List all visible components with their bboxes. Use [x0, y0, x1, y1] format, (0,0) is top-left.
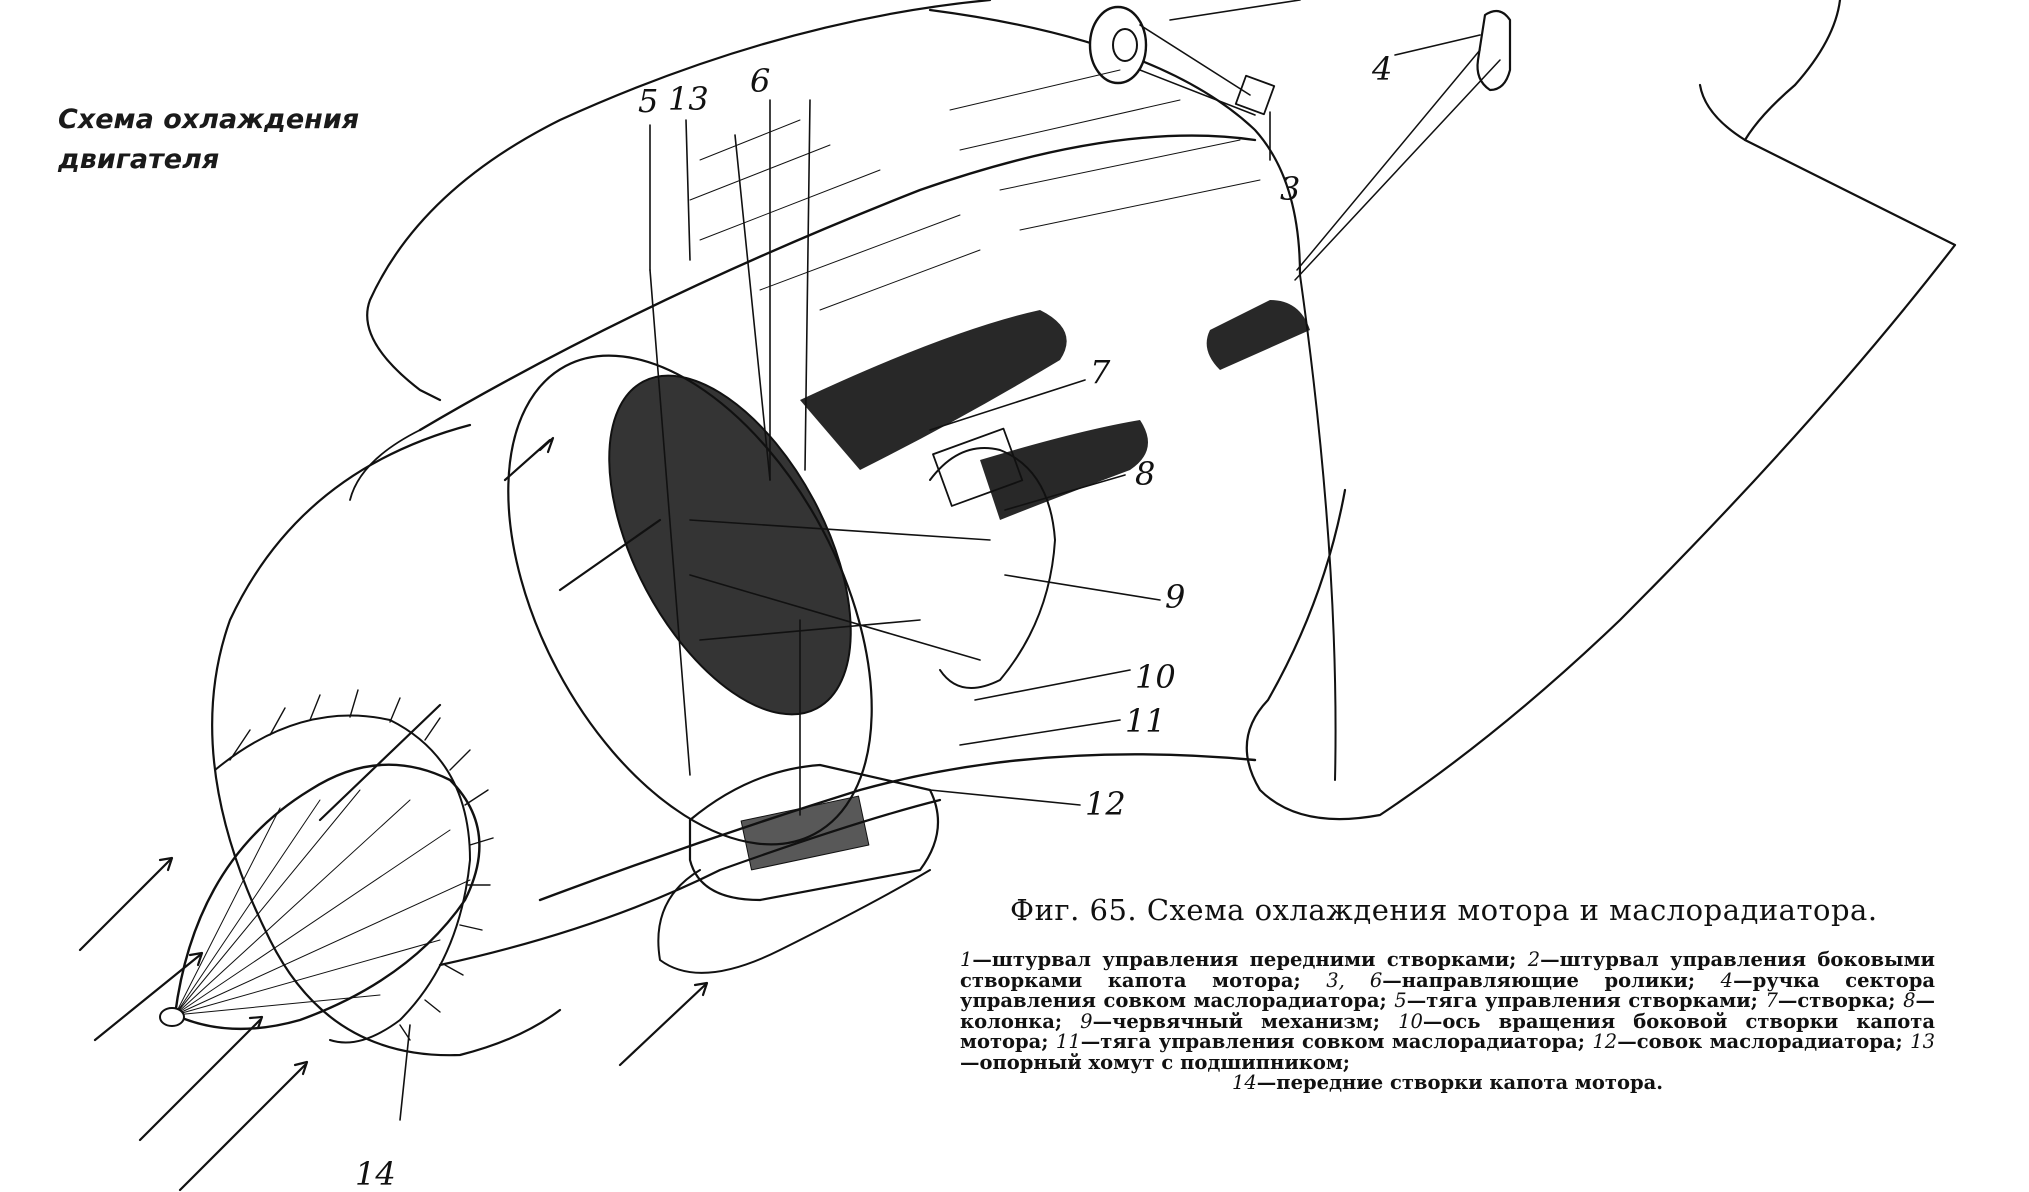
legend-num: 4 — [1720, 968, 1734, 992]
callout-label: 10 — [1135, 658, 1176, 696]
callout-label: 6 — [750, 62, 770, 100]
propeller-spinner — [173, 763, 481, 1031]
inner-bulkhead — [608, 374, 852, 716]
legend-text: —опорный хомут с подшипником; — [960, 1050, 1351, 1074]
legend-num: 2 — [1527, 948, 1541, 971]
handwheel-hub — [1112, 28, 1138, 62]
legend-text: —передние створки капота мотора. — [1256, 1071, 1664, 1094]
shadow-band — [800, 310, 1067, 470]
callout-label: 8 — [1135, 455, 1155, 493]
callout-leaders — [399, 34, 1481, 1121]
callout-label: 3 — [1280, 170, 1300, 208]
scoop-lower — [657, 869, 931, 974]
scoop-grille — [740, 795, 870, 871]
control-rods — [649, 99, 991, 816]
callout-label: 14 — [355, 1155, 396, 1192]
callout-label: 11 — [1125, 702, 1166, 740]
spinner-tip — [159, 1007, 185, 1027]
legend-num: 1 — [960, 948, 973, 971]
outer-cowl — [349, 429, 421, 501]
legend-text: —ручка сектора управления совком маслора… — [960, 968, 1935, 1012]
fuselage-outline — [928, 8, 1302, 277]
nacelle-cowling — [418, 134, 1257, 432]
callout-label: 5 — [638, 82, 658, 120]
legend-text: —створка; — [1777, 989, 1904, 1012]
cable — [1294, 49, 1501, 281]
front-cowl-flaps — [214, 714, 471, 1044]
callout-label: 4 — [1371, 50, 1392, 88]
callout-label: 7 — [1090, 353, 1111, 391]
legend-num: 11 — [1055, 1030, 1081, 1053]
legend-text: —колонка; — [960, 989, 1935, 1033]
front-cowl-flaps — [229, 689, 494, 1041]
header-line: Схема охлаждения — [58, 104, 360, 135]
callout-label: 9 — [1165, 578, 1185, 616]
legend-num: 8 — [1903, 989, 1916, 1012]
outer-cowl — [211, 423, 562, 1057]
oil-radiator-scoop — [688, 763, 940, 902]
handwheel-belt — [1139, 0, 1301, 116]
legend-num: 5 — [1394, 989, 1407, 1012]
airflow-arrows — [78, 436, 709, 1192]
legend-num: 7 — [1765, 989, 1778, 1012]
legend-text: —штурвал управления передними створками; — [972, 948, 1528, 971]
legend-num: 9 — [1080, 1009, 1093, 1033]
legend-text: —штурвал управления боковыми створками к… — [960, 948, 1936, 992]
figure-caption: Фиг. 65. Схема охлаждения мотора и масло… — [1010, 893, 1878, 927]
spinner-lines — [174, 789, 471, 1016]
diagram-header: Схема охлаждения двигателя — [58, 100, 359, 180]
legend-text: —тяга управления совком маслорадиатора; — [1080, 1030, 1593, 1053]
wing-outline-tip — [1698, 83, 1747, 142]
pulley-bracket — [1234, 74, 1276, 116]
handwheel — [1088, 5, 1148, 85]
legend-num: 12 — [1592, 1030, 1618, 1053]
wing-outline — [1245, 0, 1957, 821]
legend-last-line: 14—передние створки капота мотора. — [960, 1071, 1935, 1094]
fuselage-outline — [1299, 274, 1337, 781]
legend-num: 13 — [1910, 1030, 1935, 1053]
shadow-band — [980, 420, 1148, 520]
legend-text: —тяга управления створками; — [1406, 989, 1766, 1012]
callout-label: 13 — [668, 80, 709, 118]
legend-num: 3, 6 — [1326, 968, 1383, 992]
shadow-band — [1206, 300, 1310, 370]
legend-text: —направляющие ролики; — [1382, 968, 1721, 992]
legend-num: 14 — [1231, 1071, 1257, 1094]
column — [929, 447, 1056, 689]
legend-text: —червячный механизм; — [1092, 1009, 1399, 1033]
shading — [689, 69, 1261, 311]
callout-label: 12 — [1085, 785, 1126, 823]
figure-legend: 1—штурвал управления передними створками… — [960, 948, 1936, 1094]
nacelle-lower-edge — [438, 798, 942, 967]
header-line: двигателя — [58, 144, 220, 175]
fuselage-outline — [366, 0, 992, 402]
legend-text: —ось вращения боковой створки капота мот… — [960, 1009, 1935, 1053]
nacelle-cowling — [538, 753, 1257, 902]
legend-num: 10 — [1398, 1009, 1423, 1033]
sector-handle — [1476, 9, 1512, 92]
legend-text: —совок маслорадиатора; — [1617, 1030, 1911, 1053]
